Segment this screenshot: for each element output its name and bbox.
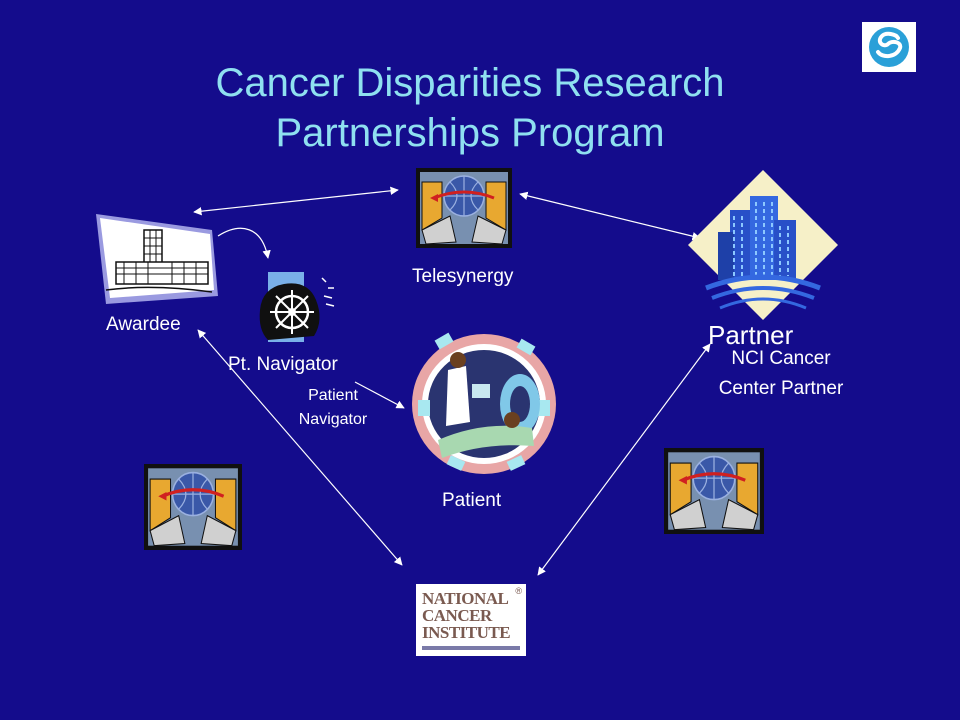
title-line-1: Cancer Disparities Research [215, 61, 725, 105]
title-line-2: Partnerships Program [275, 111, 665, 155]
partner-label: Partner [708, 320, 794, 350]
nci-logo-line-1: NATIONAL [422, 589, 509, 608]
arrow-awardee-navigator [217, 227, 271, 259]
telesynergy-computer-icon-left [144, 464, 242, 550]
patient-label: Patient [442, 490, 502, 511]
nci-logo-line-3: INSTITUTE [422, 623, 511, 642]
arrow-telesynergy-partner [519, 191, 701, 241]
slide-title: Cancer Disparities Research Partnerships… [120, 58, 820, 158]
telesynergy-label: Telesynergy [412, 266, 514, 287]
telesynergy-computer-icon-right [664, 448, 764, 534]
telesynergy-computer-icon [416, 168, 512, 248]
city-buildings-icon [686, 170, 840, 320]
navigator-sublabel-line-2: Navigator [298, 411, 368, 428]
nci-logo-registered-mark: ® [515, 586, 522, 596]
nci-logo-underline [422, 646, 520, 650]
navigator-ship-wheel-icon [254, 270, 340, 348]
awardee-label: Awardee [106, 314, 181, 335]
arrow-awardee-nci [197, 329, 403, 566]
corner-logo-icon [862, 22, 916, 72]
partner-sublabel-line-2: Center Partner [718, 378, 844, 399]
doctor-patient-icon [408, 330, 560, 478]
nci-logo: NATIONAL CANCER INSTITUTE ® [416, 584, 526, 656]
partner-sublabel: NCI Cancer Center Partner [690, 344, 872, 404]
navigator-sublabel-line-1: Patient [308, 387, 358, 404]
nci-logo-line-2: CANCER [422, 606, 492, 625]
arrow-awardee-telesynergy [193, 186, 399, 216]
navigator-sublabel: Patient Navigator [280, 384, 386, 432]
partner-sublabel-line-1: NCI Cancer [731, 348, 831, 369]
hospital-building-icon [92, 200, 222, 312]
navigator-label: Pt. Navigator [228, 354, 338, 375]
arrow-partner-nci [537, 343, 711, 576]
